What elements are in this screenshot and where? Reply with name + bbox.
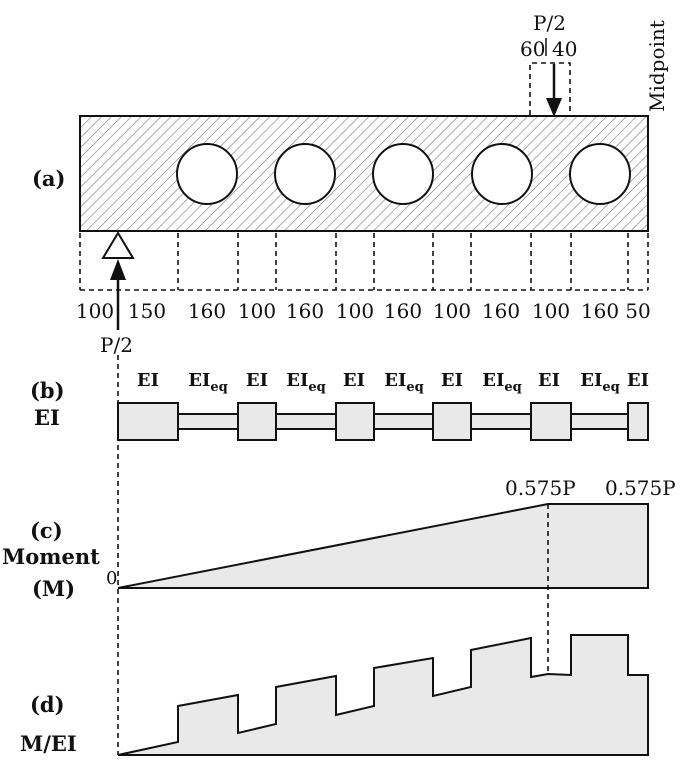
ei-labels: EI EIeq EI EIeq EI EIeq EI EIeq EI EIeq EI [137,370,649,395]
load-top-arrowhead [546,98,562,117]
dimension-label: 100 [433,299,471,323]
panel-label-d: (d) [30,692,65,717]
panel-c-axis-line1: Moment [2,544,100,569]
ei-opening-segment [570,413,629,430]
ei-opening-segment [275,413,337,430]
load-top-label: P/2 [533,11,566,35]
web-openings [176,143,631,205]
dimension-label: 160 [286,299,324,323]
dimension-label: 150 [128,299,166,323]
ei-label: EI [246,370,268,391]
panel-label-c: (c) [30,518,63,543]
panel-label-b: (b) [30,378,65,403]
ei-solid-segment [432,402,472,441]
web-opening [471,143,533,205]
web-opening [274,143,336,205]
ei-label: EIeq [384,370,424,395]
ei-label: EI [137,370,159,391]
load-left-arrowhead [110,259,126,280]
web-opening [176,143,238,205]
panel-b-axis: EI [34,405,60,430]
ei-profile [117,402,649,441]
ei-opening-segment [373,413,434,430]
beam-body [79,115,649,232]
ei-solid-segment [117,402,179,441]
load-left-label: P/2 [100,333,133,357]
ei-solid-segment [237,402,277,441]
dimension-label: 100 [76,299,114,323]
ei-label: EI [538,370,560,391]
top-dim-60: 60 [520,37,545,61]
dimension-label: 160 [581,299,619,323]
panel-label-a: (a) [32,166,65,191]
dimension-label: 160 [482,299,520,323]
dimension-lines [79,233,649,291]
dimension-label: 160 [384,299,422,323]
ei-label: EI [343,370,365,391]
dimension-label: 160 [188,299,226,323]
web-opening [372,143,434,205]
m-over-ei-diagram [117,634,649,756]
ei-opening-segment [177,413,239,430]
panel-c-axis-line2: (M) [32,576,75,601]
dimension-label: 100 [336,299,374,323]
moment-label-2: 0.575P [605,476,676,500]
ei-solid-segment [627,402,649,441]
ei-solid-segment [335,402,375,441]
ei-solid-segment [530,402,572,441]
ei-label: EI [441,370,463,391]
ei-label: EI [627,370,649,391]
support-triangle [101,231,135,259]
web-opening [569,143,631,205]
dimension-label: 100 [532,299,570,323]
ei-label: EIeq [580,370,620,395]
ei-label: EIeq [286,370,326,395]
ei-label: EIeq [188,370,228,395]
ei-label: EIeq [482,370,522,395]
dimension-label: 100 [238,299,276,323]
load-dashed-box [529,62,571,115]
moment-zero-label: 0 [106,568,117,589]
ei-opening-segment [470,413,532,430]
moment-diagram [117,503,649,589]
moment-label-1: 0.575P [505,476,576,500]
panel-d-axis: M/EI [20,731,77,756]
top-dim-40: 40 [552,37,577,61]
dimension-label: 50 [625,299,650,323]
midpoint-label: Midpoint [645,20,669,112]
